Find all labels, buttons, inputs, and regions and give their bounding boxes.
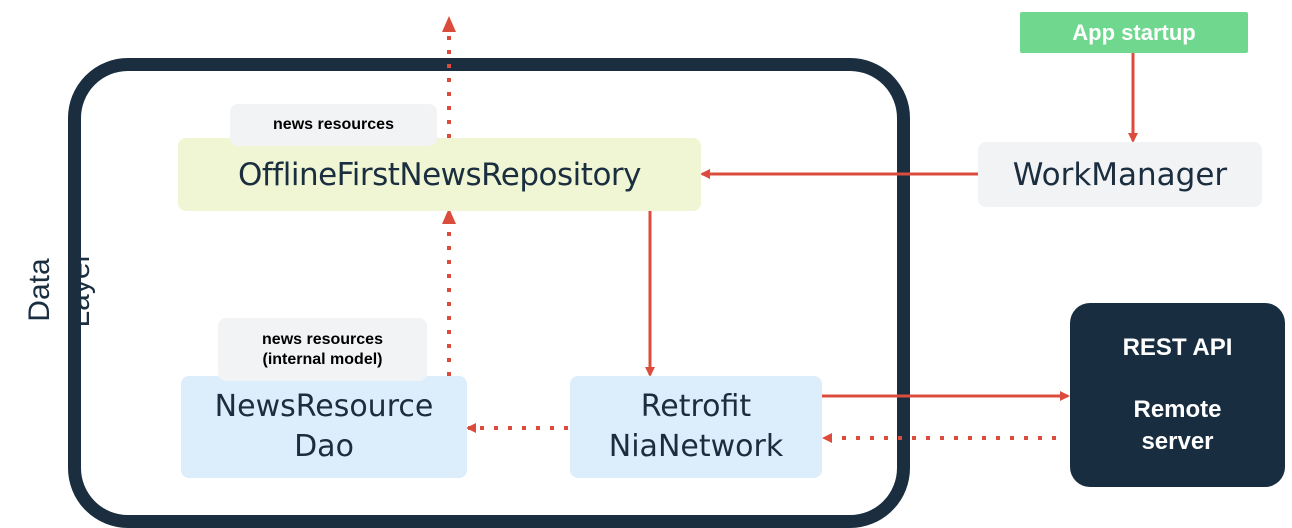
offline-first-news-repository: OfflineFirstNewsRepository xyxy=(178,138,701,211)
internal-model-tag: news resources (internal model) xyxy=(218,318,427,381)
rest-api-label: REST API xyxy=(1122,334,1233,361)
news-resources-tag: news resources xyxy=(230,104,437,146)
repository-label: OfflineFirstNewsRepository xyxy=(237,156,642,193)
network-label-line1: Retrofit xyxy=(640,389,752,424)
network-label-line2: NiaNetwork xyxy=(608,429,784,464)
internal-model-line2: (internal model) xyxy=(262,350,383,368)
app-startup: App startup xyxy=(1020,12,1248,53)
remote-server: REST API Remote server xyxy=(1070,303,1285,487)
dao-label-line2: Dao xyxy=(294,429,354,464)
server-label-line2: server xyxy=(1141,428,1214,455)
dao-label-line1: NewsResource xyxy=(214,389,434,424)
work-manager-label: WorkManager xyxy=(1012,156,1228,193)
work-manager: WorkManager xyxy=(978,142,1262,207)
server-label-line1: Remote xyxy=(1133,396,1222,423)
news-resources-label: news resources xyxy=(273,116,394,133)
app-startup-label: App startup xyxy=(1072,19,1196,45)
internal-model-line1: news resources xyxy=(262,330,383,348)
